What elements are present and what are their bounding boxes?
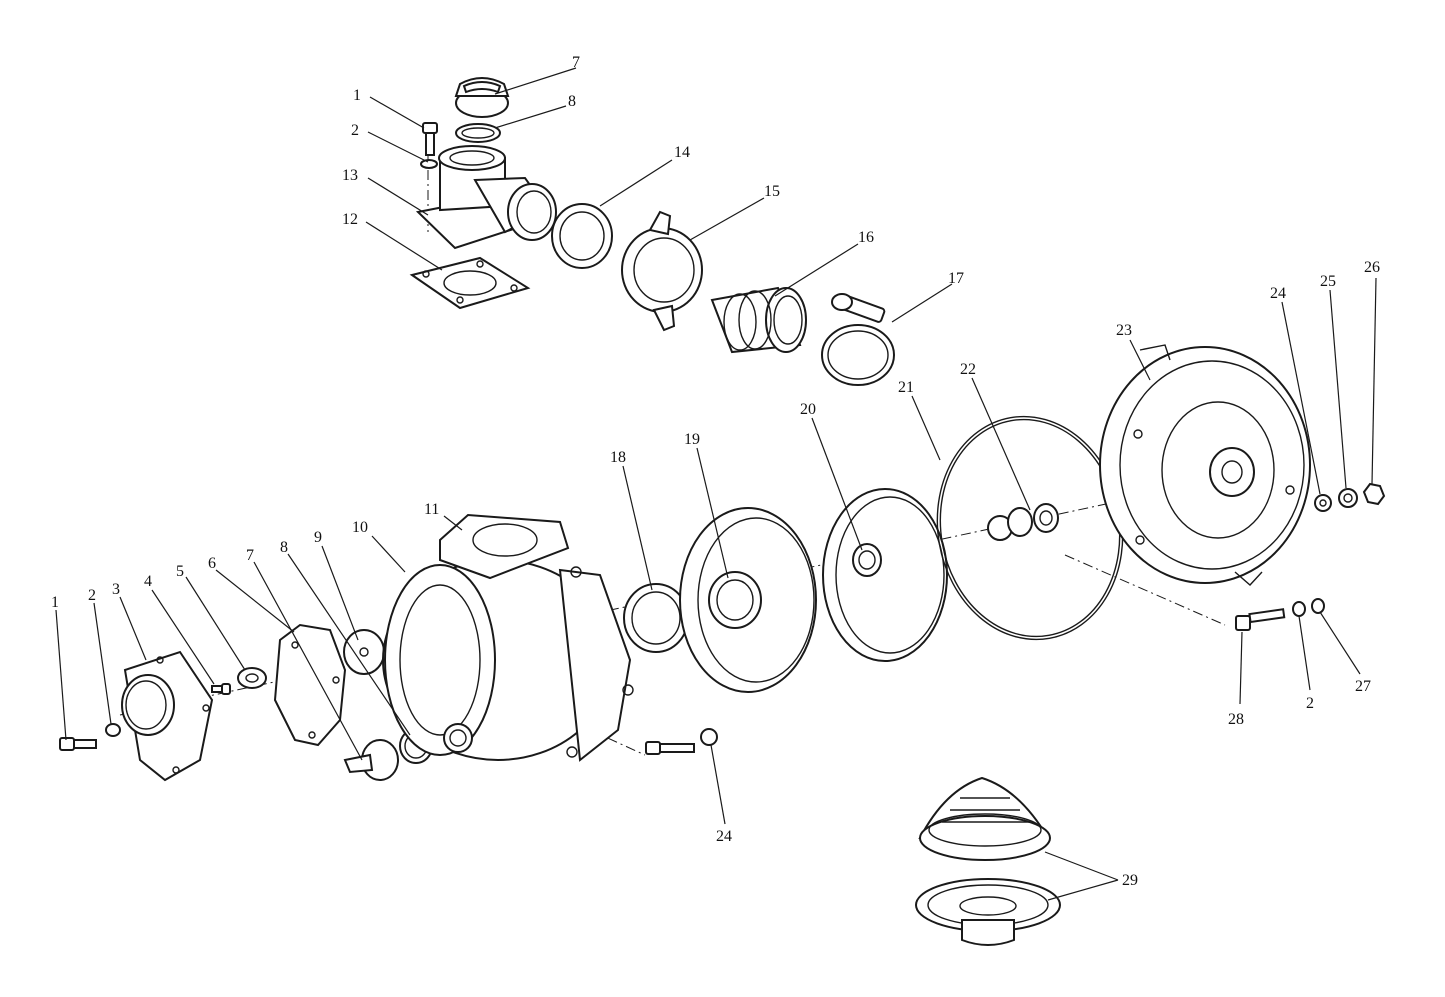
callout-29: 29 (1122, 872, 1138, 889)
callout-20: 20 (800, 401, 816, 418)
part-11-casing-outlet-pad (439, 513, 570, 580)
part-18-wear-ring (623, 583, 689, 653)
callout-1-left: 1 (51, 594, 59, 611)
part-19-volute-plate (679, 507, 817, 693)
part-17-hose-clamp (821, 293, 895, 386)
part-13-outlet-elbow (415, 145, 557, 250)
leader-lines (55, 67, 1377, 901)
part-14-gasket-ring (551, 203, 613, 269)
callout-8-bottom: 8 (280, 539, 288, 556)
callout-15: 15 (764, 183, 780, 200)
callout-2-right: 2 (1306, 695, 1314, 712)
part-26-nut (1362, 482, 1386, 506)
part-3-inlet-flange (121, 650, 214, 782)
part-2-washer-right (1292, 601, 1306, 617)
part-24-washer-casing (700, 728, 718, 746)
callout-2-left: 2 (88, 587, 96, 604)
callout-14: 14 (674, 144, 690, 161)
callout-18: 18 (610, 449, 626, 466)
callout-2-top: 2 (351, 122, 359, 139)
part-25-washer-right (1338, 488, 1358, 508)
callout-6: 6 (208, 555, 216, 572)
callout-12: 12 (342, 211, 358, 228)
callout-25: 25 (1320, 273, 1336, 290)
callout-27: 27 (1355, 678, 1371, 695)
callout-labels: 7 8 1 2 13 12 14 15 16 17 1 2 3 4 5 6 7 … (51, 54, 1380, 889)
part-5-valve-weight (237, 667, 267, 689)
callout-3: 3 (112, 581, 120, 598)
callout-9: 9 (314, 529, 322, 546)
callout-24-right: 24 (1270, 285, 1286, 302)
callout-24-bottom: 24 (716, 828, 732, 845)
part-2-washer-left (105, 723, 121, 737)
part-24-washer-right (1314, 494, 1332, 512)
callout-11: 11 (424, 501, 439, 518)
part-7-cap-bottom (343, 739, 399, 781)
part-15-coupling-nut (621, 210, 703, 332)
callout-13: 13 (342, 167, 358, 184)
part-1-bolt-left (59, 737, 97, 751)
callout-1-top: 1 (353, 87, 361, 104)
callout-21: 21 (898, 379, 914, 396)
part-12-flange-gasket (409, 256, 531, 310)
callout-5: 5 (176, 563, 184, 580)
part-7-cap-top (454, 77, 510, 118)
part-28-bolt-right (1235, 608, 1286, 631)
part-8-oring-top (455, 123, 501, 143)
callout-8-top: 8 (568, 93, 576, 110)
callout-10: 10 (352, 519, 368, 536)
callout-7-bottom: 7 (246, 547, 254, 564)
part-2-washer-top (420, 159, 438, 169)
part-6-flap-valve-gasket (273, 623, 347, 747)
callout-7-top: 7 (572, 54, 580, 71)
callout-26: 26 (1364, 259, 1380, 276)
callout-19: 19 (684, 431, 700, 448)
part-20-impeller (822, 488, 948, 662)
callout-4: 4 (144, 573, 152, 590)
part-16-hose-barb (710, 286, 807, 354)
part-24-bolt-casing (645, 741, 695, 755)
callout-17: 17 (948, 270, 964, 287)
callout-22: 22 (960, 361, 976, 378)
part-22-mechanical-seal (987, 503, 1059, 541)
part-27-washer-right (1311, 598, 1325, 614)
callout-16: 16 (858, 229, 874, 246)
callout-23: 23 (1116, 322, 1132, 339)
part-10-pump-casing (382, 559, 634, 762)
part-23-bracket-cover (1099, 344, 1311, 586)
part-1-bolt-top (422, 122, 438, 156)
part-29-strainer (915, 776, 1061, 946)
part-4-screw (211, 683, 231, 695)
callout-28: 28 (1228, 711, 1244, 728)
